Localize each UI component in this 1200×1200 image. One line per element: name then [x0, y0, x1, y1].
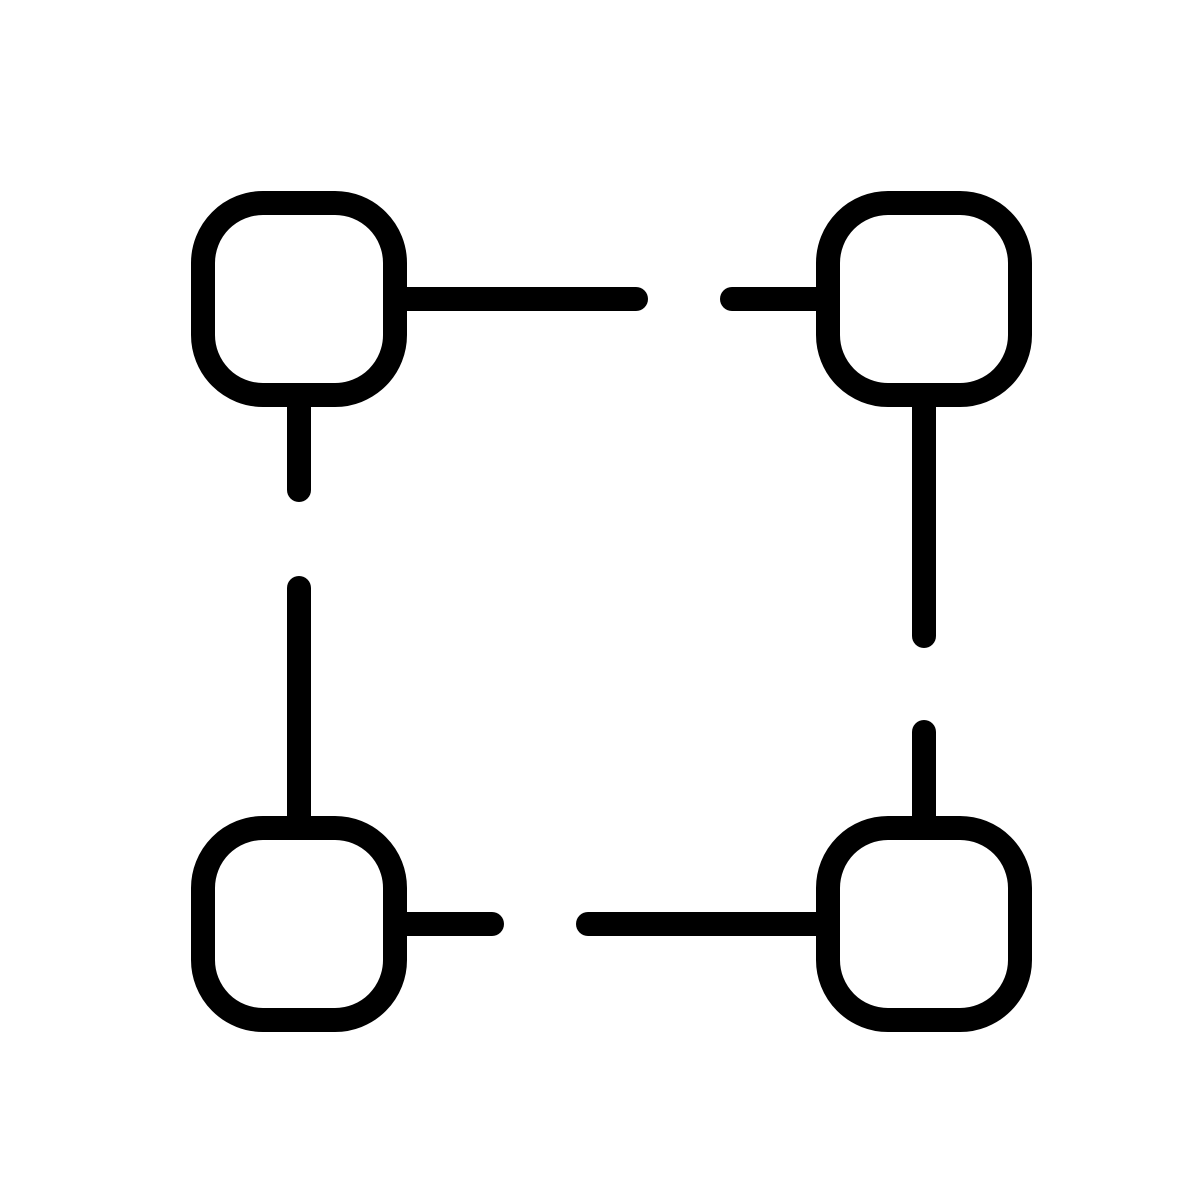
node-top-right — [816, 191, 1032, 407]
node-top-left — [191, 191, 407, 407]
connector-left-cap — [287, 478, 311, 502]
connector-top-cap — [720, 287, 744, 311]
node-bottom-left — [191, 816, 407, 1032]
connector-right — [912, 406, 936, 816]
connector-bottom-cap — [576, 912, 600, 936]
connector-right-cap — [912, 720, 936, 744]
connector-bottom — [406, 912, 816, 936]
connector-top-cap — [624, 287, 648, 311]
connector-right-cap — [912, 624, 936, 648]
connector-bottom-cap — [480, 912, 504, 936]
connector-left-cap — [287, 576, 311, 600]
connector-left — [287, 406, 311, 816]
node-bottom-right — [816, 816, 1032, 1032]
connector-top — [406, 287, 816, 311]
